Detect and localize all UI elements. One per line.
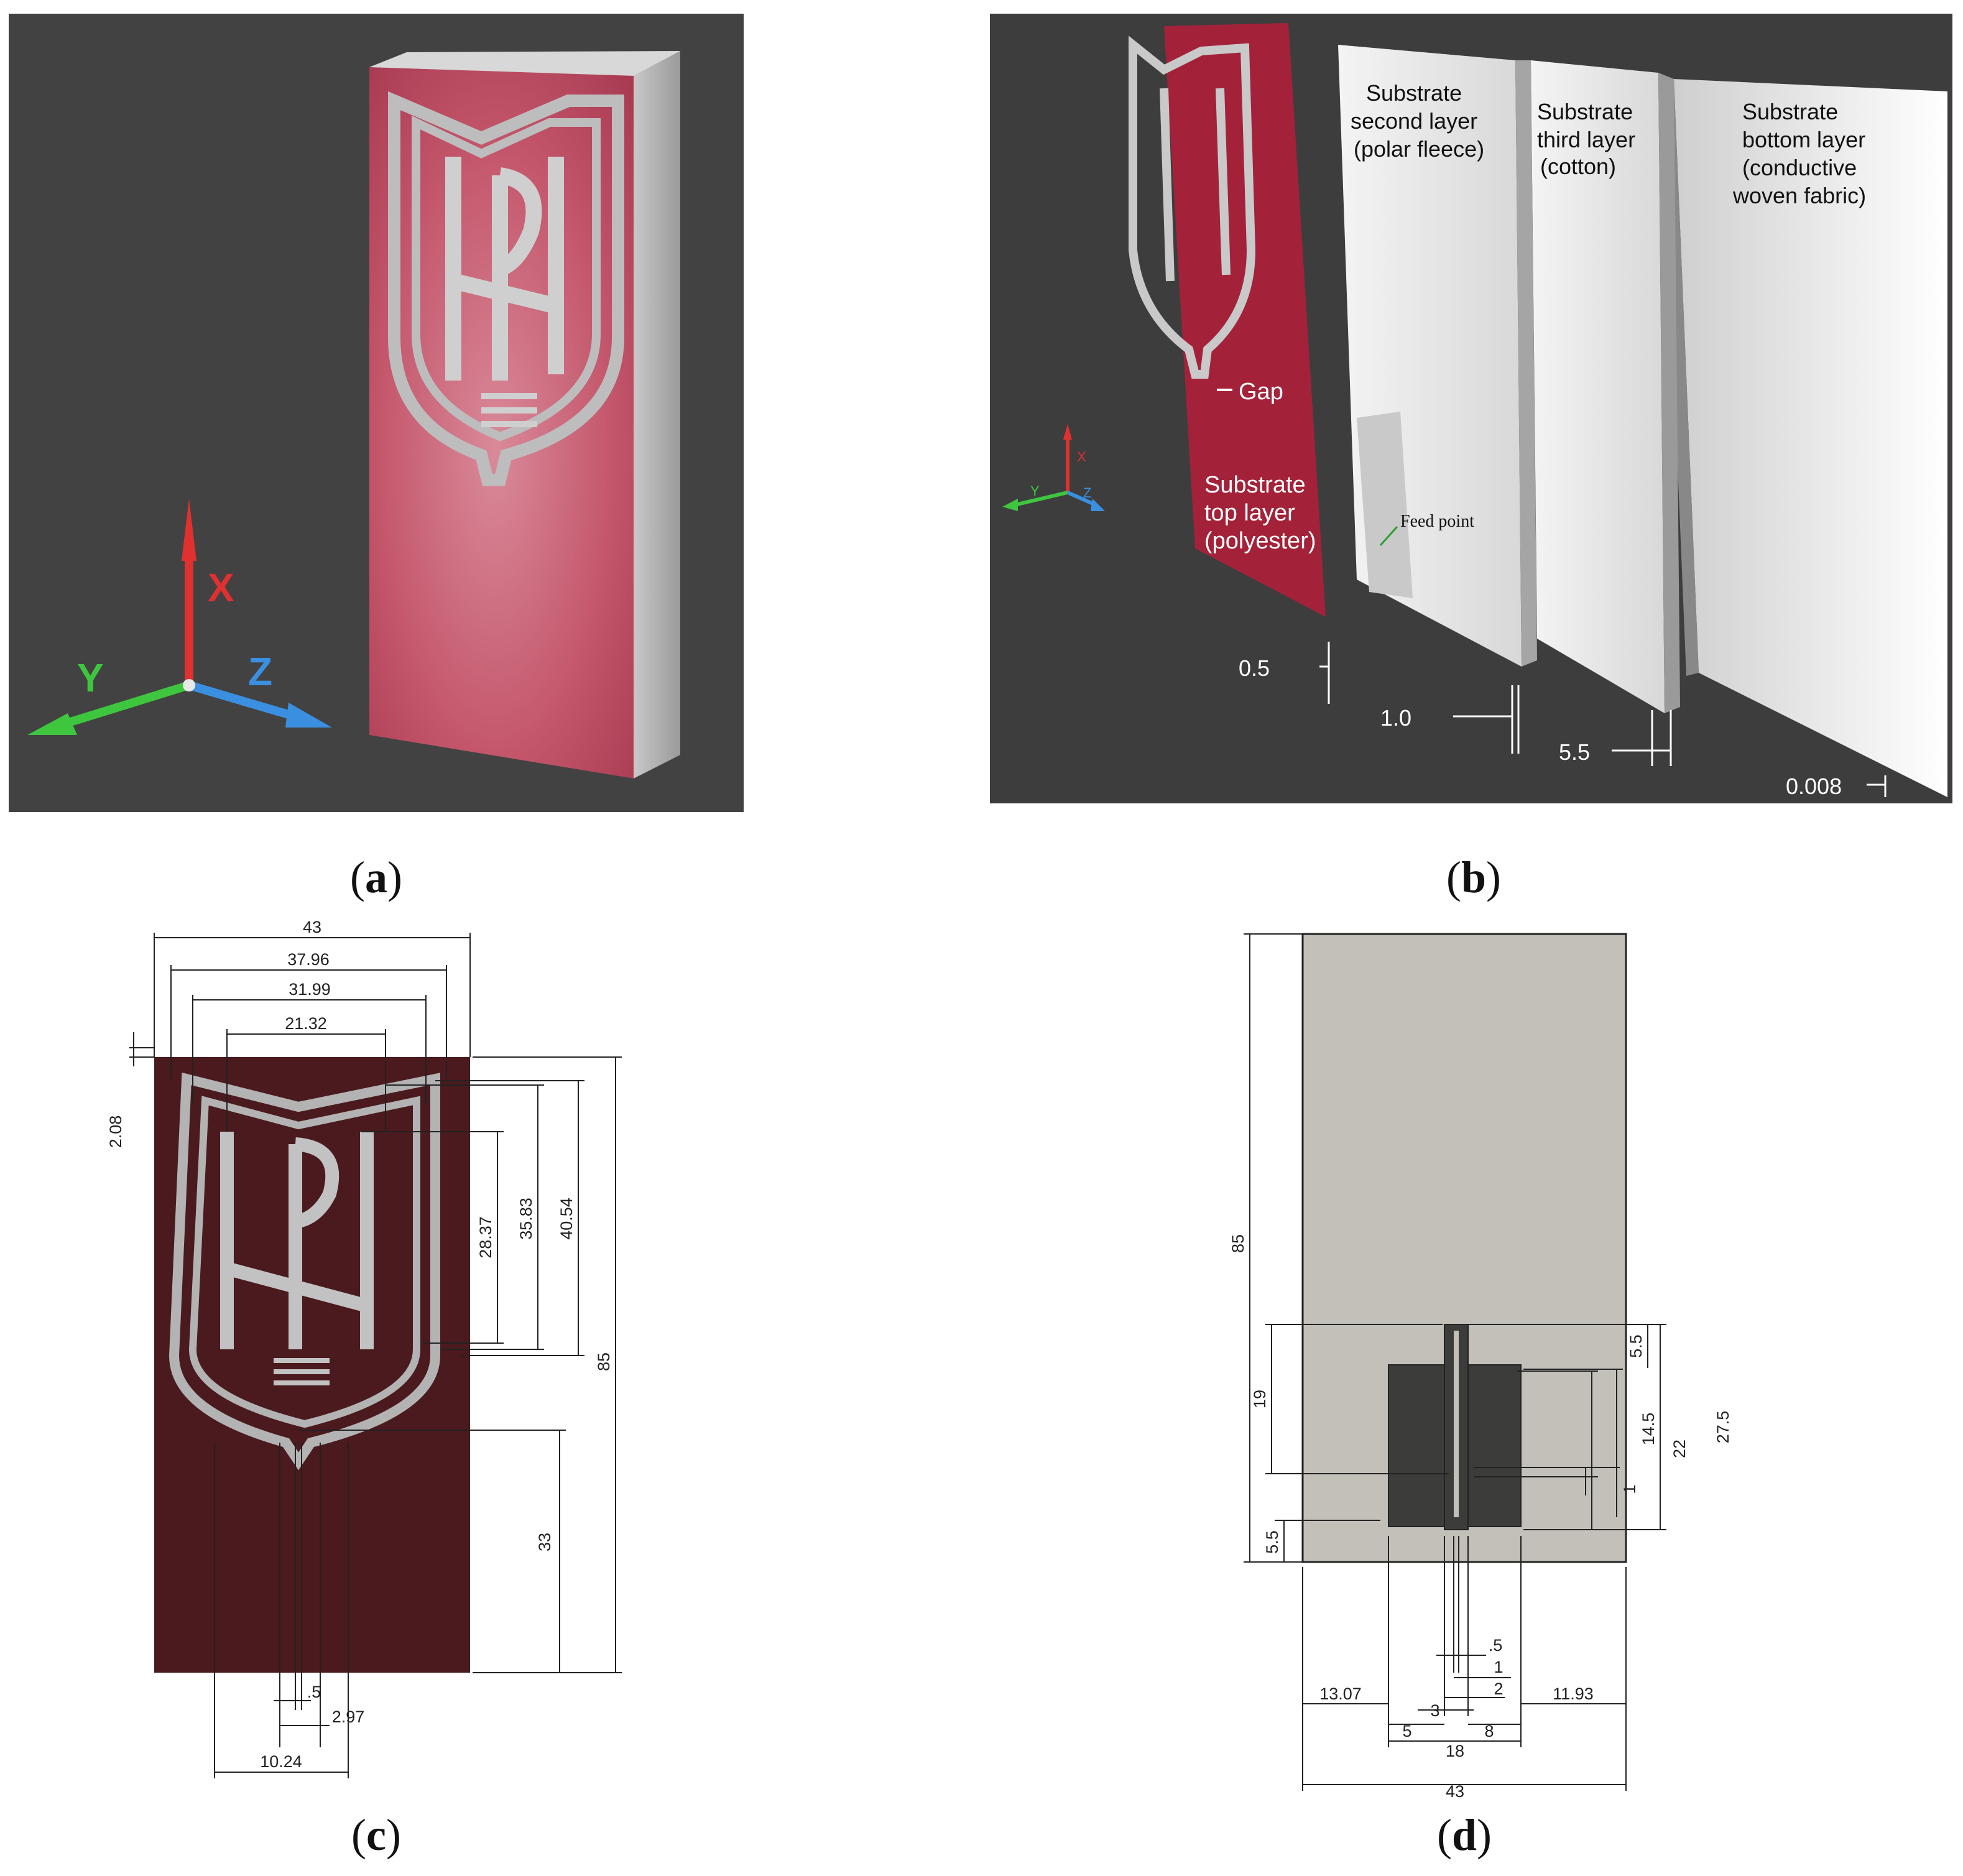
dimension-lines: [129, 933, 622, 1778]
label-top-l1: Substrate: [1204, 472, 1306, 498]
dim-55-top: 5.5: [1627, 1334, 1645, 1358]
dim-1: 1: [1620, 1484, 1639, 1494]
dim-43: 43: [303, 920, 321, 936]
dim-10: 1.0: [1380, 705, 1411, 731]
label-top-l3: (polyester): [1204, 528, 1316, 554]
dim-3796: 37.96: [287, 950, 330, 969]
panel-a: X Y Z: [9, 14, 744, 812]
label-third-l1: Substrate: [1537, 99, 1633, 124]
label-second-l3: (polar fleece): [1354, 136, 1484, 162]
panel-c: 43 37.96 31.99 21.32 .5 2.97 10.24 2.08 …: [93, 920, 715, 1803]
dim-19: 19: [1250, 1390, 1269, 1408]
label-gap: Gap: [1239, 379, 1283, 405]
small-axis-x: X: [1077, 449, 1086, 464]
logo-shield: [388, 91, 624, 486]
dim-43: 43: [1446, 1782, 1464, 1801]
dim-05: .5: [1489, 1636, 1503, 1655]
caption-a: (a): [350, 853, 402, 902]
board: [1301, 933, 1627, 1563]
dim-208: 2.08: [106, 1116, 125, 1148]
board-face: [369, 53, 649, 779]
dim-4054: 40.54: [557, 1198, 576, 1240]
dim-55: 5.5: [1559, 739, 1590, 765]
dim-1193: 11.93: [1553, 1684, 1594, 1703]
bottom-layer: [1674, 79, 1947, 797]
label-top-l2: top layer: [1204, 500, 1295, 526]
caption-c: (c): [351, 1810, 401, 1860]
dim-8: 8: [1484, 1722, 1494, 1740]
ground-patch: [1357, 412, 1413, 598]
top-layer: [1164, 23, 1326, 617]
dim-275: 27.5: [1714, 1411, 1732, 1444]
dim-2132: 21.32: [285, 1014, 327, 1033]
axes-gizmo-small: X Y Z: [1002, 424, 1105, 511]
dim-05: .5: [307, 1683, 321, 1701]
thickness-dim-lines: [1319, 642, 1887, 797]
logo-letters: [220, 1132, 374, 1385]
dim-5: 5: [1402, 1722, 1411, 1740]
small-axis-y: Y: [1030, 483, 1040, 499]
dimension-lines: [1244, 933, 1666, 1791]
label-bottom-l2: bottom layer: [1742, 127, 1865, 152]
dim-05: 0.5: [1239, 655, 1270, 681]
third-layer: [1531, 60, 1665, 713]
label-bottom-l1: Substrate: [1742, 99, 1838, 124]
dim-85: 85: [594, 1352, 613, 1371]
label-third-l2: third layer: [1537, 127, 1635, 152]
axes-gizmo: [27, 499, 332, 735]
dim-1307: 13.07: [1319, 1684, 1362, 1703]
axis-label-z: Z: [248, 649, 272, 694]
top-layer-logo: [1129, 35, 1256, 379]
panel-d: .5 1 2 13.07 11.93 3 5 8 18 43 85 19 5.5…: [1150, 920, 1772, 1803]
small-axis-z: Z: [1083, 485, 1091, 501]
axis-label-y: Y: [77, 655, 104, 700]
axis-label-x: X: [208, 565, 234, 610]
panel-d-drawing: .5 1 2 13.07 11.93 3 5 8 18 43 85 19 5.5…: [1229, 933, 1732, 1801]
dim-85: 85: [1229, 1234, 1247, 1253]
caption-b: (b): [1446, 853, 1501, 902]
dim-3199: 31.99: [289, 980, 331, 999]
dim-18: 18: [1446, 1742, 1464, 1760]
dim-2: 2: [1494, 1680, 1503, 1698]
label-bottom-l4: woven fabric): [1732, 183, 1866, 208]
dim-1024: 10.24: [260, 1752, 302, 1771]
label-bottom-l3: (conductive: [1742, 155, 1857, 180]
panel-c-drawing: 43 37.96 31.99 21.32 .5 2.97 10.24 2.08 …: [106, 920, 622, 1778]
dim-2837: 28.37: [476, 1216, 495, 1259]
label-second-l2: second layer: [1351, 108, 1477, 134]
label-third-l3: (cotton): [1540, 154, 1616, 179]
dim-33: 33: [535, 1533, 554, 1551]
logo-shield: [169, 1072, 440, 1471]
label-second-l1: Substrate: [1366, 80, 1462, 106]
dim-22: 22: [1670, 1439, 1689, 1458]
dim-0008: 0.008: [1786, 774, 1842, 799]
panel-b: Substrate second layer (polar fleece) Su…: [990, 14, 1952, 803]
caption-d: (d): [1436, 1810, 1492, 1860]
panel-b-render: Substrate second layer (polar fleece) Su…: [990, 14, 1952, 803]
label-feed-point: Feed point: [1400, 512, 1474, 531]
dim-3: 3: [1430, 1701, 1439, 1720]
logo-letters: [445, 157, 564, 427]
dim-3583: 35.83: [517, 1198, 535, 1240]
dim-55-bottom: 5.5: [1263, 1530, 1282, 1554]
dim-145: 14.5: [1639, 1413, 1658, 1446]
dim-1b: 1: [1494, 1658, 1503, 1676]
panel-a-render: X Y Z: [9, 14, 744, 812]
dim-297: 2.97: [332, 1707, 365, 1726]
board-side: [634, 51, 680, 779]
